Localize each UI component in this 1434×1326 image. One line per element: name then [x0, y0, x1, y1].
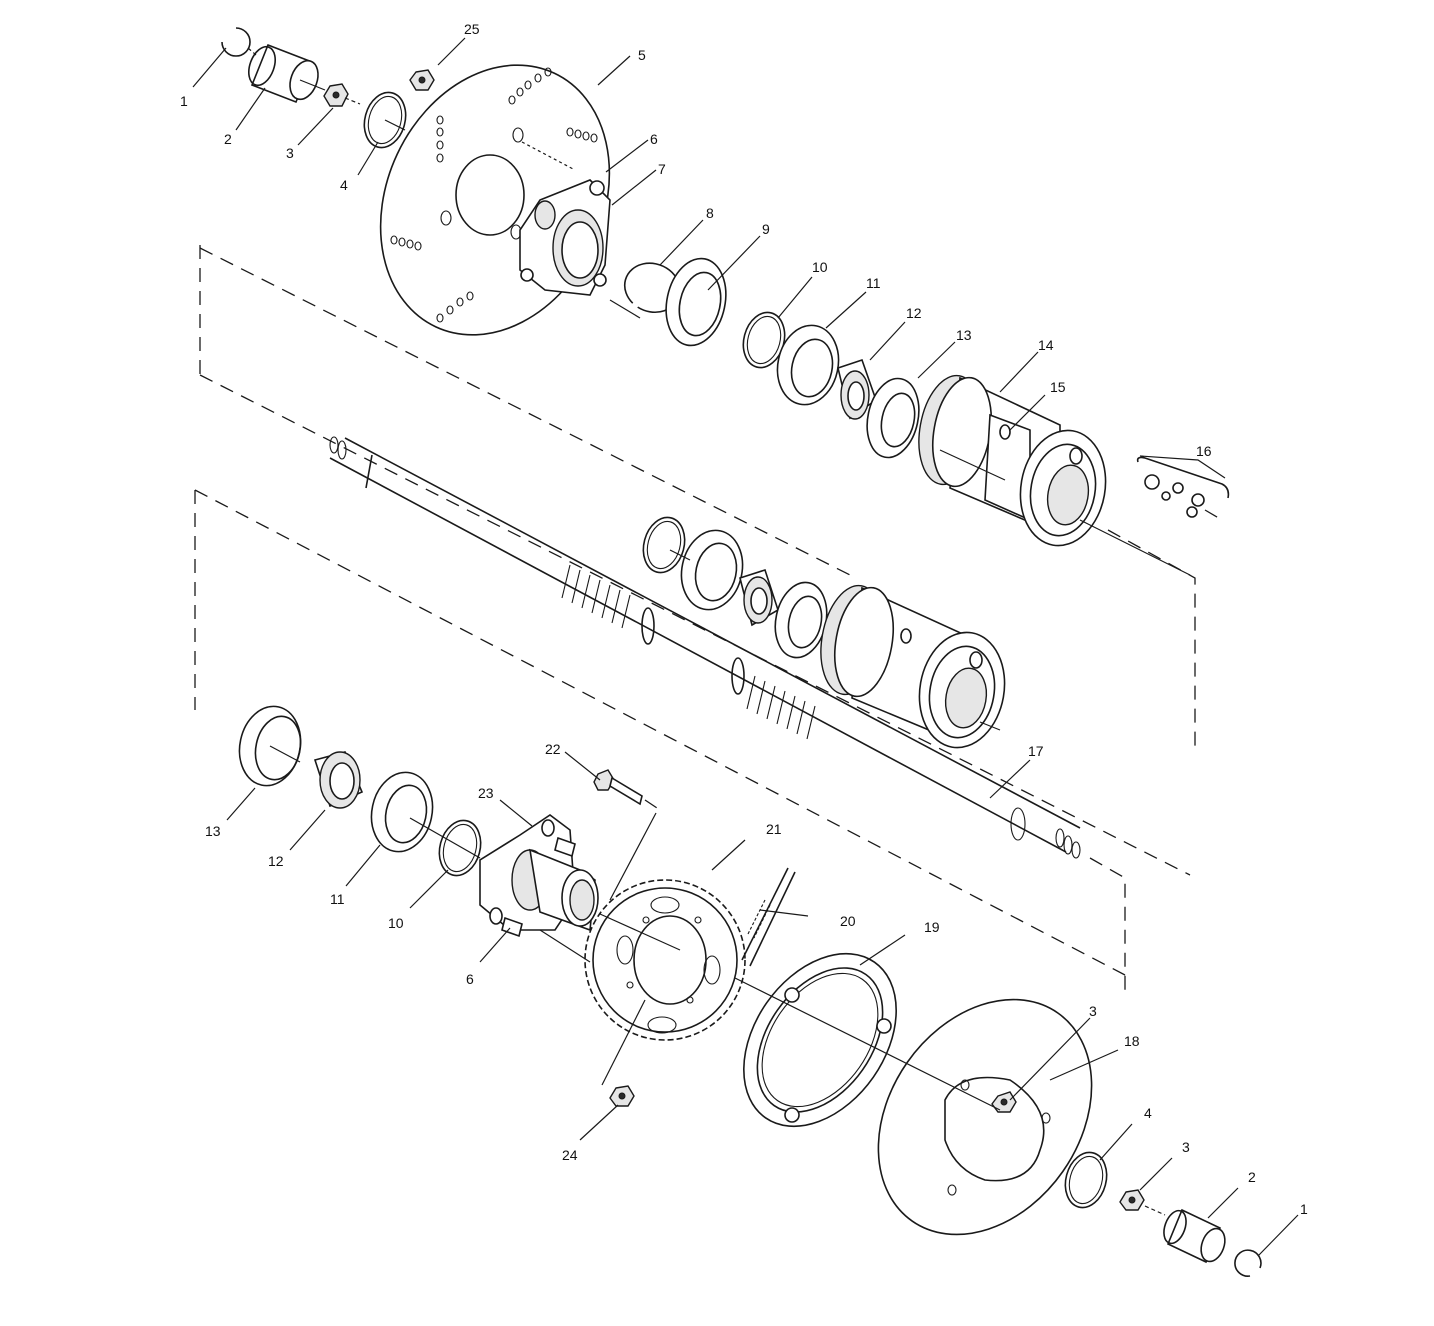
callout-3-middle: 3 — [1089, 1003, 1097, 1019]
callout-15: 15 — [1050, 379, 1066, 395]
bearing-cup-part-13-top — [866, 377, 920, 459]
callout-4-bottom: 4 — [1144, 1105, 1152, 1121]
callout-12-top: 12 — [906, 305, 922, 321]
callout-11-top: 11 — [866, 275, 881, 291]
tapered-bearing-part-12-bottom — [313, 751, 364, 809]
callout-6-top: 6 — [650, 131, 658, 147]
axle-stack-cup — [774, 581, 828, 659]
assembly-guide-lines — [194, 245, 1196, 995]
callout-5: 5 — [638, 47, 646, 63]
bearing-race-part-11-bottom — [370, 771, 434, 853]
callout-labels: 1 2 3 4 25 5 6 7 8 9 10 11 12 13 14 15 1… — [180, 21, 1308, 1217]
callout-3-top: 3 — [286, 145, 294, 161]
callout-1-bottom: 1 — [1300, 1201, 1308, 1217]
callout-21: 21 — [766, 821, 782, 837]
callout-25: 25 — [464, 21, 480, 37]
o-ring-part-4-top — [363, 91, 407, 149]
o-ring-part-4-bottom — [1064, 1151, 1108, 1209]
snap-ring-part-1-bottom — [1234, 1249, 1262, 1277]
callout-18: 18 — [1124, 1033, 1140, 1049]
callout-16: 16 — [1196, 443, 1212, 459]
callout-9: 9 — [762, 221, 770, 237]
callout-12-bottom: 12 — [268, 853, 284, 869]
tapered-bearing-part-12-top — [837, 358, 877, 420]
callout-17: 17 — [1028, 743, 1044, 759]
callout-20: 20 — [840, 913, 856, 929]
axle-shaft — [329, 436, 1081, 859]
leader-lines — [192, 37, 1299, 1257]
sprocket-hub-part-23 — [479, 814, 599, 938]
guard-ring-part-19 — [743, 952, 897, 1128]
center-lines — [247, 47, 1191, 1216]
chain-part-20 — [741, 867, 796, 967]
callout-2-bottom: 2 — [1248, 1169, 1256, 1185]
axle-stack-race — [680, 529, 744, 611]
axle-stack-ring — [642, 516, 686, 574]
hardware-set-part-16 — [1136, 456, 1230, 521]
hub-flange-part-7 — [519, 179, 611, 296]
callout-1-top: 1 — [180, 93, 188, 109]
callout-7: 7 — [658, 161, 666, 177]
sleeve-part-2-top — [248, 43, 319, 104]
snap-ring-part-8 — [623, 262, 681, 314]
callout-14: 14 — [1038, 337, 1054, 353]
axle-stack-bearing — [739, 568, 779, 627]
callout-6-bottom: 6 — [466, 971, 474, 987]
callout-4-top: 4 — [340, 177, 348, 193]
callout-24: 24 — [562, 1147, 578, 1163]
callout-10-bottom: 10 — [388, 915, 404, 931]
bearing-race-part-11-top — [776, 324, 840, 406]
brake-disc-part-18 — [877, 998, 1093, 1236]
callout-13-bottom: 13 — [205, 823, 221, 839]
callout-2-top: 2 — [224, 131, 232, 147]
callout-3-bottom: 3 — [1182, 1139, 1190, 1155]
callout-11-bottom: 11 — [330, 891, 345, 907]
callout-23: 23 — [478, 785, 494, 801]
callout-8: 8 — [706, 205, 714, 221]
callout-22: 22 — [545, 741, 561, 757]
bearing-carrier-part-14 — [918, 374, 1107, 547]
sleeve-part-2-bottom — [1163, 1208, 1226, 1264]
ring-part-10-bottom — [438, 819, 482, 877]
seal-part-9 — [665, 257, 727, 347]
callout-13-top: 13 — [956, 327, 972, 343]
callout-10-top: 10 — [812, 259, 828, 275]
snap-ring-part-1-top — [221, 27, 251, 57]
callout-19: 19 — [924, 919, 940, 935]
sprocket-part-21 — [584, 879, 746, 1041]
bolt-part-22 — [593, 769, 643, 806]
axle-stack-carrier — [820, 584, 1006, 749]
